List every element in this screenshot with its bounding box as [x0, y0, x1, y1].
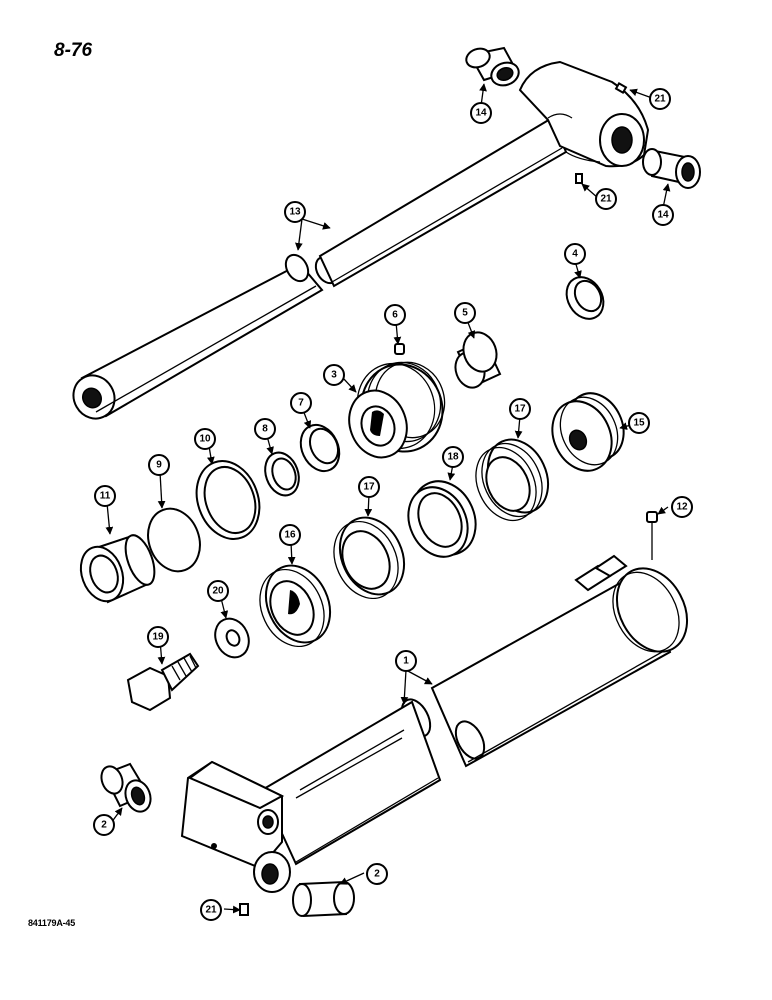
callout-11: 11	[94, 485, 116, 507]
seal-17-lower	[333, 516, 406, 600]
callout-12: 12	[671, 496, 693, 518]
piston-16	[259, 564, 332, 648]
svg-text:21: 21	[600, 194, 612, 205]
callout-6: 6	[384, 304, 406, 326]
svg-text:4: 4	[572, 249, 578, 260]
backup-ring-10	[195, 460, 261, 540]
bolt-19	[126, 652, 200, 712]
grease-fitting-21-mid	[575, 173, 583, 184]
callout-7: 7	[290, 392, 312, 414]
piston-rod	[72, 60, 650, 420]
svg-text:18: 18	[447, 452, 459, 463]
svg-text:3: 3	[331, 370, 337, 381]
callout-20: 20	[207, 580, 229, 602]
callout-9: 9	[148, 454, 170, 476]
svg-text:9: 9	[156, 460, 162, 471]
callout-8: 8	[254, 418, 276, 440]
callout-19: 19	[147, 626, 169, 648]
svg-text:2: 2	[374, 869, 380, 880]
callout-21-top: 21	[649, 88, 671, 110]
svg-text:12: 12	[676, 502, 688, 513]
svg-text:19: 19	[152, 632, 164, 643]
washer-20	[214, 617, 250, 659]
svg-text:5: 5	[462, 308, 468, 319]
ring-8	[264, 451, 300, 497]
callout-5: 5	[454, 302, 476, 324]
figure-code: 841179A-45	[28, 918, 76, 928]
grease-fitting-21-top	[614, 82, 628, 94]
callout-18: 18	[442, 446, 464, 468]
bushing-2-right	[292, 880, 355, 918]
svg-text:21: 21	[205, 905, 217, 916]
callout-10: 10	[194, 428, 216, 450]
svg-text:21: 21	[654, 94, 666, 105]
bushing-5	[454, 331, 502, 389]
callout-16: 16	[279, 524, 301, 546]
bushing-2-left	[100, 762, 152, 813]
callout-2-left: 2	[93, 814, 115, 836]
bushing-14-right	[642, 148, 701, 189]
svg-text:14: 14	[657, 210, 669, 221]
callout-13: 13	[284, 201, 306, 223]
page-number: 8-76	[54, 40, 93, 61]
cylinder-barrel	[180, 554, 689, 893]
svg-text:2: 2	[101, 820, 107, 831]
svg-text:1: 1	[403, 656, 409, 667]
ring-7	[299, 423, 341, 473]
piston-15	[551, 392, 625, 472]
svg-text:13: 13	[289, 207, 301, 218]
svg-text:15: 15	[633, 418, 645, 429]
svg-text:11: 11	[100, 491, 111, 502]
callouts: 13 14 14 21 21 4 5 6	[93, 88, 693, 921]
callout-4: 4	[564, 243, 586, 265]
screw-12	[646, 511, 658, 560]
svg-text:20: 20	[212, 586, 224, 597]
callout-17-upper: 17	[509, 398, 531, 420]
callout-3: 3	[323, 364, 345, 386]
callout-15: 15	[628, 412, 650, 434]
o-ring-9	[147, 507, 201, 573]
svg-text:10: 10	[199, 434, 211, 445]
bushing-14-top	[465, 46, 520, 87]
seal-17-upper	[475, 438, 550, 522]
svg-text:17: 17	[514, 404, 526, 415]
callout-14-right: 14	[652, 204, 674, 226]
callout-21-bottom: 21	[200, 899, 222, 921]
gland-3	[348, 361, 446, 459]
svg-text:8: 8	[262, 424, 268, 435]
seal-18	[407, 480, 477, 558]
wear-ring-4	[565, 276, 605, 320]
bushing-11	[79, 534, 156, 604]
grease-fitting-21-bottom	[239, 903, 249, 916]
svg-text:6: 6	[392, 310, 398, 321]
callout-2-right: 2	[366, 863, 388, 885]
svg-text:14: 14	[475, 108, 487, 119]
plug-6	[394, 343, 405, 355]
callout-17-lower: 17	[358, 476, 380, 498]
svg-text:16: 16	[284, 530, 296, 541]
callout-21-mid: 21	[595, 188, 617, 210]
callout-14-top: 14	[470, 102, 492, 124]
svg-text:7: 7	[298, 398, 304, 409]
callout-1: 1	[395, 650, 417, 672]
svg-text:17: 17	[363, 482, 375, 493]
